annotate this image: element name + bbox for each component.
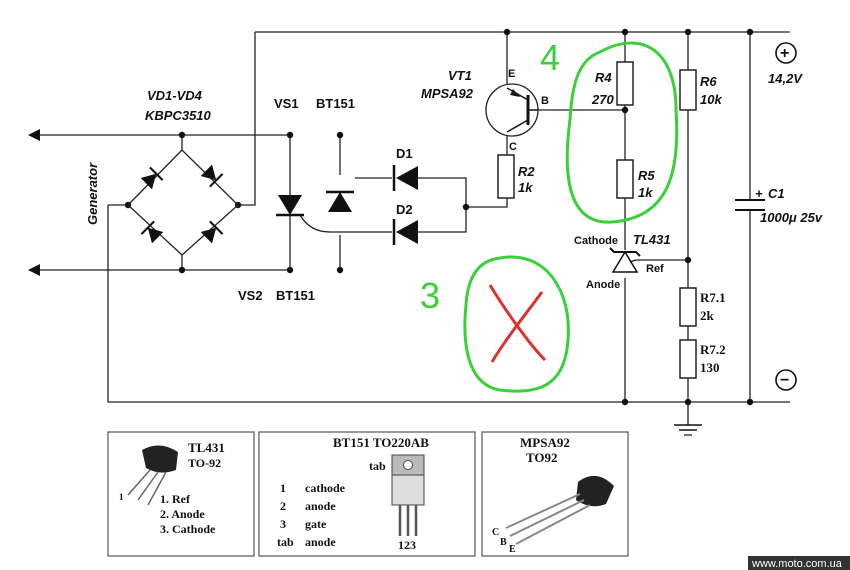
- minus-terminal: [775, 369, 797, 391]
- label-d2: D2: [396, 202, 413, 217]
- label-d1: D1: [396, 146, 413, 161]
- watermark-text: www.moto.com.ua: [751, 558, 843, 570]
- label-tl431: TL431: [633, 232, 671, 247]
- label-anode: Anode: [586, 279, 620, 291]
- bt151-name-3: gate: [305, 517, 327, 531]
- tl431-pin-2: 2. Anode: [160, 507, 205, 521]
- label-r72: R7.2: [700, 342, 726, 357]
- tl431-pin-3: 3. Cathode: [160, 522, 216, 536]
- label-r2: R2: [518, 164, 535, 179]
- label-r6: R6: [700, 74, 717, 89]
- generator-arrows: [28, 129, 40, 276]
- tl431-box-package: TO-92: [188, 456, 221, 470]
- label-r2-value: 1k: [518, 180, 533, 195]
- label-ref: Ref: [646, 263, 664, 275]
- junction-dots: [124, 28, 754, 406]
- label-vs1: VS1: [274, 96, 299, 111]
- ground-symbol: [674, 424, 702, 436]
- thyristor-vs2: [276, 195, 304, 217]
- green-annotation-loop-4: [565, 41, 679, 224]
- label-r5-value: 1k: [638, 185, 653, 200]
- diode-d2: [392, 219, 418, 245]
- label-r72-value: 130: [700, 360, 720, 375]
- label-bt151-top: BT151: [316, 96, 355, 111]
- bt151-num-1: 1: [280, 481, 286, 495]
- label-c1: C1: [768, 186, 785, 201]
- diode-bridge: [127, 149, 239, 256]
- mpsa92-box-title: MPSA92: [520, 435, 570, 450]
- tl431-pin-marker: 1: [119, 492, 124, 502]
- bt151-box-title: BT151 TO220AB: [333, 435, 429, 450]
- label-r5: R5: [638, 168, 655, 183]
- bt151-tab-label: tab: [369, 459, 386, 473]
- label-collector: C: [509, 141, 517, 153]
- mpsa92-pin-c: C: [492, 527, 499, 538]
- bt151-pin-numbers: 123: [398, 538, 416, 552]
- label-vs2: VS2: [238, 288, 263, 303]
- tl431-symbol: [609, 247, 641, 273]
- minus-sign: −: [780, 372, 789, 389]
- pinout-box-mpsa92: MPSA92 TO92 C B E: [481, 431, 629, 557]
- red-cross: [488, 284, 547, 363]
- label-vd: VD1-VD4: [147, 88, 203, 103]
- capacitor-c1: [735, 199, 765, 218]
- label-c1-value: 1000μ 25v: [760, 210, 823, 225]
- thyristor-vs1: [326, 190, 354, 212]
- bt151-num-3: 3: [280, 517, 286, 531]
- tl431-pin-1: 1. Ref: [160, 492, 191, 506]
- label-voltage: 14,2V: [768, 71, 803, 86]
- label-cap-plus: +: [755, 186, 763, 201]
- label-mpsa92: MPSA92: [421, 86, 474, 101]
- label-generator: Generator: [85, 162, 100, 225]
- transistor-vt1: [485, 83, 539, 137]
- label-r4: R4: [595, 70, 612, 85]
- label-r4-value: 270: [591, 92, 614, 107]
- pinout-box-tl431: TL431 TO-92 1 1. Ref 2. Anode 3. Cathode: [107, 431, 255, 557]
- pinout-box-bt151: BT151 TO220AB tab 123 1 cathode 2 anode …: [258, 431, 476, 557]
- label-bt151-bottom: BT151: [276, 288, 315, 303]
- label-r71-value: 2k: [700, 308, 715, 323]
- diode-d1: [392, 165, 418, 191]
- bt151-name-tab: anode: [305, 535, 336, 549]
- label-r6-value: 10k: [700, 92, 722, 107]
- label-r71: R7.1: [700, 290, 726, 305]
- annotation-4: 4: [540, 37, 560, 78]
- bt151-name-2: anode: [305, 499, 336, 513]
- plus-sign: +: [780, 45, 789, 62]
- label-base: B: [541, 95, 549, 107]
- label-emitter: E: [508, 68, 515, 80]
- mpsa92-pin-e: E: [509, 544, 516, 555]
- resistors: [497, 61, 697, 379]
- tl431-box-title: TL431: [188, 440, 225, 455]
- label-cathode: Cathode: [574, 235, 618, 247]
- bt151-num-tab: tab: [277, 535, 294, 549]
- mpsa92-pin-b: B: [500, 537, 507, 548]
- bt151-num-2: 2: [280, 499, 286, 513]
- plus-terminal: [775, 42, 797, 64]
- annotation-3: 3: [420, 275, 440, 316]
- label-kbpc: KBPC3510: [145, 108, 212, 123]
- green-annotation-loop-3: [463, 255, 570, 393]
- mpsa92-box-package: TO92: [526, 450, 558, 465]
- watermark: www.moto.com.ua: [748, 556, 850, 570]
- bt151-name-1: cathode: [305, 481, 346, 495]
- label-vt1: VT1: [448, 68, 472, 83]
